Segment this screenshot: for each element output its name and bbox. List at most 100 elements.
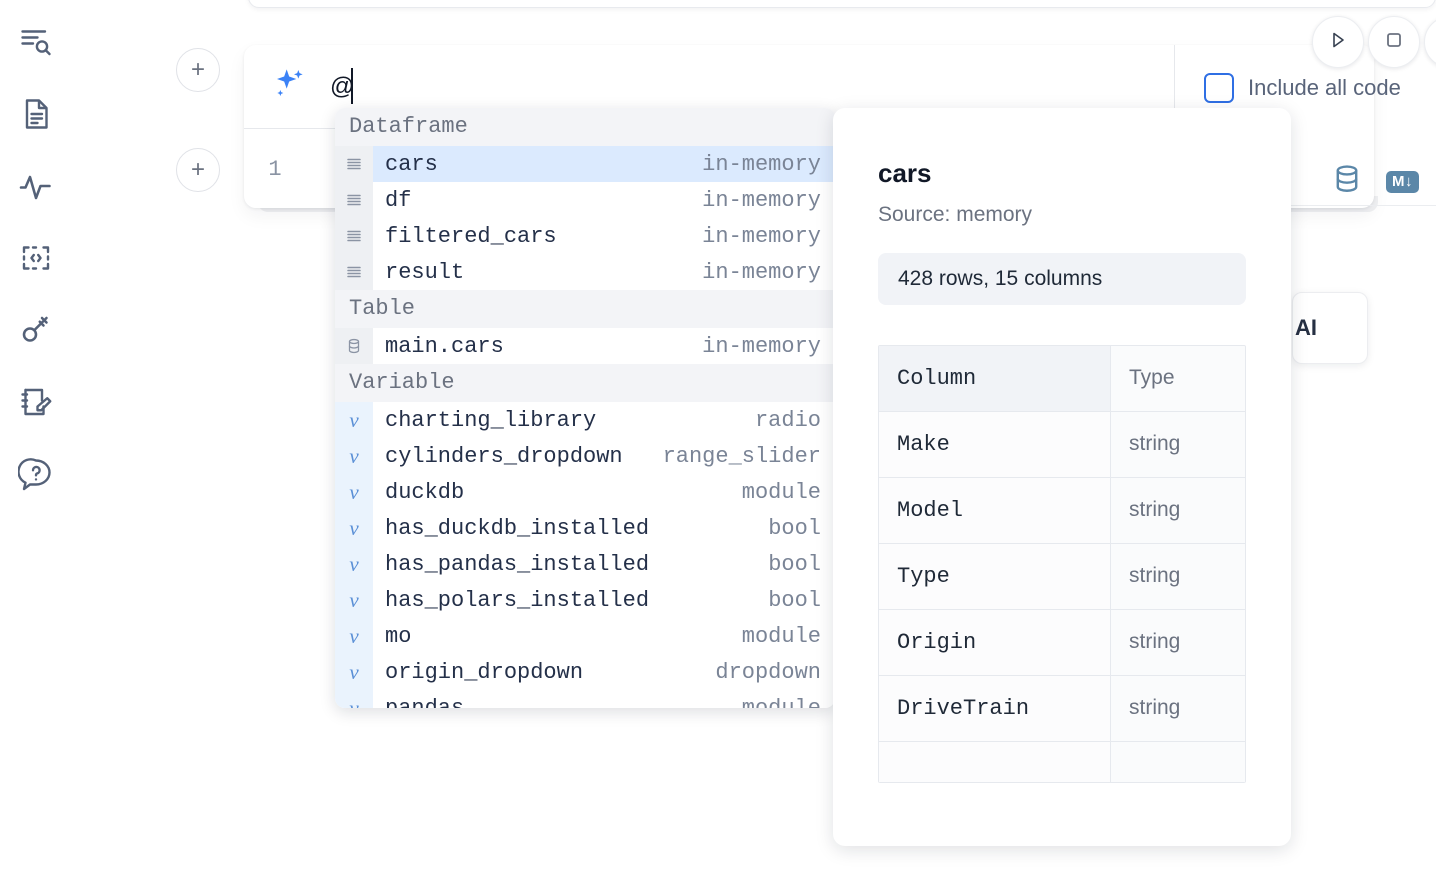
autocomplete-item-body: filtered_cars in-memory (373, 218, 835, 254)
column-name-cell (879, 742, 1111, 783)
include-all-code-label: Include all code (1248, 75, 1401, 100)
autocomplete-item[interactable]: cars in-memory (335, 146, 835, 182)
autocomplete-item-name: main.cars (385, 333, 504, 359)
autocomplete-item[interactable]: v has_pandas_installed bool (335, 546, 835, 582)
autocomplete-item-name: result (385, 259, 465, 285)
autocomplete-item-kind: bool (768, 551, 821, 577)
autocomplete-item-kind: in-memory (686, 151, 821, 177)
autocomplete-item-name: has_pandas_installed (385, 551, 650, 577)
autocomplete-item[interactable]: main.cars in-memory (335, 328, 835, 364)
column-type-cell: string (1111, 478, 1245, 544)
variable-icon: v (335, 438, 373, 474)
column-name-cell: Origin (879, 610, 1111, 676)
autocomplete-item-body: main.cars in-memory (373, 328, 835, 364)
column-type-cell: string (1111, 544, 1245, 610)
column-name-cell: DriveTrain (879, 676, 1111, 742)
autocomplete-item-name: filtered_cars (385, 223, 557, 249)
explore-icon[interactable] (12, 18, 60, 66)
autocomplete-item-body: has_polars_installed bool (373, 582, 835, 618)
autocomplete-item[interactable]: df in-memory (335, 182, 835, 218)
autocomplete-item-name: has_polars_installed (385, 587, 650, 613)
scratchpad-edit-icon[interactable] (12, 378, 60, 426)
play-icon (1326, 28, 1350, 57)
autocomplete-item-body: duckdb module (373, 474, 835, 510)
include-all-code-toggle[interactable]: Include all code (1204, 73, 1401, 103)
autocomplete-item-name: duckdb (385, 479, 465, 505)
autocomplete-item-kind: range_slider (662, 443, 821, 469)
stop-cell-button[interactable] (1368, 16, 1420, 68)
secrets-key-icon[interactable] (12, 306, 60, 354)
autocomplete-section-header: Table (335, 290, 835, 328)
ai-sparkle-icon (268, 64, 308, 109)
generate-with-ai-button[interactable]: AI (1292, 292, 1368, 364)
add-cell-button-top[interactable]: + (176, 48, 220, 92)
autocomplete-item-kind: in-memory (702, 187, 821, 213)
autocomplete-item-name: origin_dropdown (385, 659, 584, 685)
notebook-icon[interactable] (12, 90, 60, 138)
column-name-cell: Make (879, 412, 1111, 478)
autocomplete-item-kind: radio (754, 407, 821, 433)
code-editor-row[interactable]: 1 (244, 130, 1374, 208)
autocomplete-item-name: df (385, 187, 412, 213)
ai-pill-label: AI (1295, 315, 1317, 340)
help-icon[interactable] (12, 450, 60, 498)
autocomplete-item-name: cars (385, 151, 438, 177)
column-type-cell (1111, 742, 1245, 783)
autocomplete-item[interactable]: result in-memory (335, 254, 835, 290)
variable-icon: v (335, 654, 373, 690)
autocomplete-item-kind: in-memory (702, 259, 821, 285)
column-name-cell: Model (879, 478, 1111, 544)
dataframe-icon (335, 146, 373, 182)
autocomplete-item-name: mo (385, 623, 412, 649)
markdown-icon[interactable]: M↓ (1386, 170, 1419, 193)
run-cell-button[interactable] (1312, 16, 1364, 68)
autocomplete-item-kind: bool (768, 587, 821, 613)
dataframe-icon (335, 254, 373, 290)
ai-prompt-input[interactable] (330, 72, 1174, 101)
variable-icon: v (335, 690, 373, 708)
snippets-icon[interactable] (12, 234, 60, 282)
autocomplete-item-body: has_pandas_installed bool (373, 546, 835, 582)
table-row (879, 742, 1245, 783)
database-icon[interactable] (1330, 162, 1364, 201)
variable-icon: v (335, 618, 373, 654)
variable-icon: v (335, 546, 373, 582)
add-cell-button-bottom[interactable]: + (176, 148, 220, 192)
detail-shape-badge: 428 rows, 15 columns (878, 253, 1246, 305)
variable-icon: v (335, 402, 373, 438)
more-actions-button[interactable] (1424, 16, 1436, 68)
variable-icon: v (335, 474, 373, 510)
autocomplete-item-kind: in-memory (702, 333, 821, 359)
column-name-cell: Type (879, 544, 1111, 610)
autocomplete-item-name: has_duckdb_installed (385, 515, 650, 541)
autocomplete-item[interactable]: filtered_cars in-memory (335, 218, 835, 254)
autocomplete-item[interactable]: v origin_dropdown dropdown (335, 654, 835, 690)
detail-title: cars (878, 158, 932, 188)
autocomplete-item-kind: in-memory (702, 223, 821, 249)
dataframe-icon (335, 182, 373, 218)
autocomplete-item-kind: dropdown (715, 659, 821, 685)
activity-icon[interactable] (12, 162, 60, 210)
line-number: 1 (268, 156, 282, 182)
table-header-cell: Type (1111, 346, 1245, 412)
autocomplete-item-kind: module (741, 479, 821, 505)
include-all-code-checkbox[interactable] (1204, 73, 1234, 103)
text-caret (351, 68, 353, 104)
autocomplete-item-body: origin_dropdown dropdown (373, 654, 835, 690)
